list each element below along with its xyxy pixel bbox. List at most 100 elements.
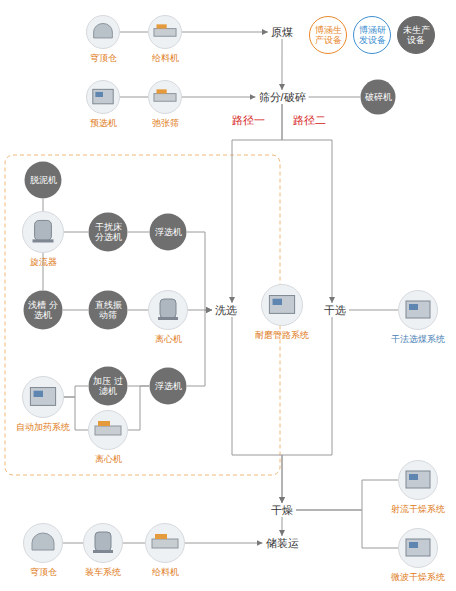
equipment-name: 弛张筛 (152, 118, 179, 129)
step-label: 原煤 (268, 25, 296, 39)
equipment-icon (398, 460, 438, 500)
planned-equipment-node: 干扰床 分选机 (88, 212, 128, 252)
flow-connector (120, 97, 148, 98)
equipment-node: 装车系统 (83, 523, 123, 563)
flow-connector (43, 199, 44, 211)
equipment-icon (148, 290, 188, 330)
step-label: 筛分/破碎 (256, 90, 309, 104)
equipment-name: 射流干燥系统 (391, 504, 445, 515)
process-step: 储装运 (263, 536, 302, 550)
process-step: 干选 (321, 303, 349, 317)
equipment-node: 给料机 (145, 523, 185, 563)
flow-connector (187, 232, 212, 310)
equipment-node: 射流干燥系统 (398, 460, 438, 500)
planned-equipment-node: 浅槽 分选机 (23, 290, 63, 330)
equipment-icon (398, 290, 438, 330)
equipment-name: 离心机 (155, 334, 182, 345)
equipment-name: 预选机 (90, 118, 117, 129)
equipment-node: 干法选煤系统 (398, 290, 438, 330)
flow-connector (187, 310, 212, 386)
equipment-name: 浮选机 (149, 367, 187, 405)
flow-connector (282, 317, 332, 503)
equipment-icon (22, 211, 64, 253)
equipment-node: 离心机 (88, 410, 128, 450)
equipment-icon (261, 284, 303, 326)
route-label: 路径一 (232, 114, 265, 127)
equipment-node: 旋流器 (22, 211, 64, 253)
flow-connector (128, 310, 148, 311)
equipment-icon (83, 523, 123, 563)
equipment-node: 耐磨管路系统 (261, 284, 303, 326)
equipment-name: 脱泥机 (24, 161, 62, 199)
legend-text: 博涵研发设备 (357, 25, 387, 45)
legend-text: 未生产设备 (401, 25, 431, 45)
planned-equipment-node: 浮选机 (149, 213, 187, 251)
flow-connector (309, 97, 360, 98)
flow-connector (282, 104, 332, 303)
route-label: 路径二 (293, 114, 326, 127)
flow-connector (232, 317, 282, 503)
equipment-icon (145, 523, 185, 563)
equipment-node: 自动加药系统 (22, 376, 64, 418)
flow-connector (64, 386, 88, 397)
equipment-node: 预选机 (86, 80, 120, 114)
equipment-name: 旋流器 (30, 257, 57, 268)
equipment-name: 破碎机 (360, 79, 396, 115)
equipment-name: 自动加药系统 (16, 422, 70, 433)
flow-connector (296, 510, 398, 548)
equipment-name: 装车系统 (85, 567, 121, 578)
process-step: 洗选 (212, 303, 240, 317)
equipment-name: 浮选机 (149, 213, 187, 251)
flow-connector (349, 310, 398, 311)
legend-text: 博涵生产设备 (313, 25, 343, 45)
flow-connector (123, 543, 145, 544)
legend-swatch: 未生产设备 (397, 16, 435, 54)
equipment-icon (398, 528, 438, 568)
wash-group-frame (5, 155, 280, 475)
step-label: 洗选 (212, 303, 240, 317)
equipment-node: 离心机 (148, 290, 188, 330)
equipment-name: 给料机 (152, 567, 179, 578)
equipment-name: 离心机 (95, 454, 122, 465)
equipment-node: 微波干燥系统 (398, 528, 438, 568)
process-step: 干燥 (268, 503, 296, 517)
flow-connector (120, 32, 148, 33)
equipment-name: 直线振 动筛 (88, 290, 128, 330)
process-step: 筛分/破碎 (256, 90, 309, 104)
step-label: 干燥 (268, 503, 296, 517)
flow-connector (63, 543, 83, 544)
equipment-node: 穹顶仓 (23, 523, 63, 563)
flow-connector (182, 32, 268, 33)
equipment-name: 穹顶仓 (90, 53, 117, 64)
equipment-name: 微波干燥系统 (391, 572, 445, 583)
flow-connector (296, 480, 398, 510)
equipment-icon (86, 15, 120, 49)
equipment-name: 干扰床 分选机 (88, 212, 128, 252)
flow-connector (182, 97, 256, 98)
step-label: 储装运 (263, 536, 302, 550)
equipment-name: 耐磨管路系统 (255, 330, 309, 341)
flow-connector (128, 232, 149, 233)
flow-connector (128, 386, 149, 430)
equipment-icon (22, 376, 64, 418)
flow-connector (63, 310, 88, 311)
equipment-name: 加压 过滤机 (88, 366, 128, 406)
planned-equipment-node: 浮选机 (149, 367, 187, 405)
flow-connector (232, 104, 282, 303)
equipment-icon (23, 523, 63, 563)
equipment-node: 给料机 (148, 15, 182, 49)
equipment-node: 穹顶仓 (86, 15, 120, 49)
process-step: 原煤 (268, 25, 296, 39)
equipment-icon (88, 410, 128, 450)
flow-connector (282, 517, 283, 536)
legend-swatch: 博涵研发设备 (353, 16, 391, 54)
equipment-name: 给料机 (152, 53, 179, 64)
equipment-icon (148, 15, 182, 49)
equipment-icon (148, 80, 182, 114)
equipment-icon (86, 80, 120, 114)
planned-equipment-node: 破碎机 (360, 79, 396, 115)
flow-connector (64, 232, 88, 233)
planned-equipment-node: 加压 过滤机 (88, 366, 128, 406)
equipment-name: 穹顶仓 (30, 567, 57, 578)
